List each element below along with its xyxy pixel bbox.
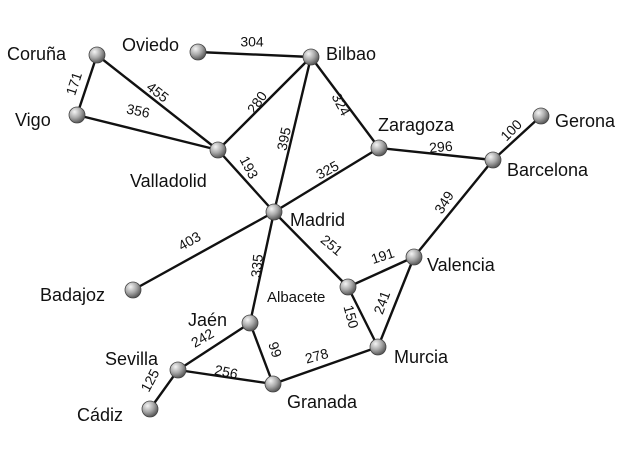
road-albacete-valencia bbox=[346, 255, 416, 289]
city-label-gerona: Gerona bbox=[555, 111, 616, 131]
distance-label-bilbao-valladolid: 280 bbox=[244, 88, 271, 116]
city-label-oviedo: Oviedo bbox=[122, 35, 179, 55]
city-label-barcelona: Barcelona bbox=[507, 160, 589, 180]
city-label-granada: Granada bbox=[287, 392, 358, 412]
city-label-albacete: Albacete bbox=[267, 289, 325, 306]
distance-label-valencia-murcia: 241 bbox=[370, 289, 393, 317]
distance-label-zaragoza-barcelona: 296 bbox=[429, 138, 454, 156]
distance-label-albacete-murcia: 150 bbox=[341, 303, 363, 330]
distance-label-madrid-albacete: 251 bbox=[318, 231, 346, 258]
distance-label-gerona-barcelona: 100 bbox=[497, 116, 525, 144]
city-node-barcelona bbox=[484, 151, 502, 169]
city-label-jaen: Jaén bbox=[188, 310, 227, 330]
city-label-murcia: Murcia bbox=[394, 347, 449, 367]
city-node-cadiz bbox=[141, 400, 159, 418]
distance-label-oviedo-bilbao: 304 bbox=[240, 34, 264, 50]
road-zaragoza-barcelona bbox=[377, 146, 495, 162]
road-bilbao-madrid bbox=[272, 55, 313, 214]
city-node-murcia bbox=[369, 338, 387, 356]
city-label-valencia: Valencia bbox=[427, 255, 496, 275]
road-barcelona-valencia bbox=[412, 158, 495, 259]
distance-label-sevilla-granada: 256 bbox=[213, 361, 239, 382]
road-vigo-valladolid bbox=[75, 113, 220, 152]
distance-label-sevilla-cadiz: 125 bbox=[137, 366, 162, 394]
road-badajoz-madrid bbox=[131, 210, 276, 292]
city-label-cadiz: Cádiz bbox=[77, 405, 123, 425]
road-oviedo-bilbao bbox=[196, 50, 313, 59]
distance-label-badajoz-madrid: 403 bbox=[175, 228, 203, 254]
distance-label-albacete-valencia: 191 bbox=[369, 244, 396, 267]
city-label-vigo: Vigo bbox=[15, 110, 51, 130]
distance-label-jaen-granada: 99 bbox=[265, 340, 285, 360]
city-nodes bbox=[68, 43, 550, 418]
city-node-valencia bbox=[405, 248, 423, 266]
city-node-vigo bbox=[68, 106, 86, 124]
road-coruna-vigo bbox=[75, 53, 99, 117]
distance-label-coruna-valladolid: 455 bbox=[144, 78, 172, 105]
distance-label-barcelona-valencia: 349 bbox=[431, 188, 457, 216]
road-granada-murcia bbox=[271, 345, 380, 386]
distance-label-coruna-vigo: 171 bbox=[63, 70, 86, 97]
distance-label-granada-murcia: 278 bbox=[303, 345, 330, 367]
city-node-valladolid bbox=[209, 141, 227, 159]
city-node-badajoz bbox=[124, 281, 142, 299]
city-node-zaragoza bbox=[370, 139, 388, 157]
road-bilbao-zaragoza bbox=[309, 55, 381, 150]
road-gerona-barcelona bbox=[491, 114, 543, 162]
city-label-madrid: Madrid bbox=[290, 210, 345, 230]
city-label-zaragoza: Zaragoza bbox=[378, 115, 455, 135]
road-edges bbox=[75, 50, 543, 411]
road-jaen-sevilla bbox=[176, 321, 252, 372]
road-jaen-granada bbox=[248, 321, 275, 386]
road-madrid-jaen bbox=[248, 210, 276, 325]
city-node-albacete bbox=[339, 278, 357, 296]
road-madrid-zaragoza bbox=[272, 146, 381, 214]
road-coruna-valladolid bbox=[95, 53, 220, 152]
road-sevilla-granada bbox=[176, 368, 275, 386]
city-node-granada bbox=[264, 375, 282, 393]
distance-label-vigo-valladolid: 356 bbox=[125, 100, 151, 121]
city-node-coruna bbox=[88, 46, 106, 64]
city-label-coruna: Coruña bbox=[7, 44, 67, 64]
city-label-valladolid: Valladolid bbox=[130, 171, 207, 191]
road-valladolid-madrid bbox=[216, 148, 276, 214]
city-node-sevilla bbox=[169, 361, 187, 379]
distance-label-bilbao-madrid: 395 bbox=[273, 125, 294, 151]
city-label-badajoz: Badajoz bbox=[40, 285, 105, 305]
city-label-sevilla: Sevilla bbox=[105, 349, 159, 369]
road-madrid-albacete bbox=[272, 210, 350, 289]
road-valencia-murcia bbox=[376, 255, 416, 349]
distance-label-madrid-zaragoza: 325 bbox=[313, 157, 341, 182]
city-node-gerona bbox=[532, 107, 550, 125]
city-node-madrid bbox=[265, 203, 283, 221]
road-albacete-murcia bbox=[346, 285, 380, 349]
distance-label-bilbao-zaragoza: 324 bbox=[329, 90, 354, 118]
city-label-bilbao: Bilbao bbox=[326, 44, 376, 64]
distance-label-madrid-jaen: 335 bbox=[248, 253, 266, 278]
city-node-bilbao bbox=[302, 48, 320, 66]
distance-label-valladolid-madrid: 193 bbox=[237, 153, 262, 181]
city-node-oviedo bbox=[189, 43, 207, 61]
city-node-jaen bbox=[241, 314, 259, 332]
road-bilbao-valladolid bbox=[216, 55, 313, 152]
